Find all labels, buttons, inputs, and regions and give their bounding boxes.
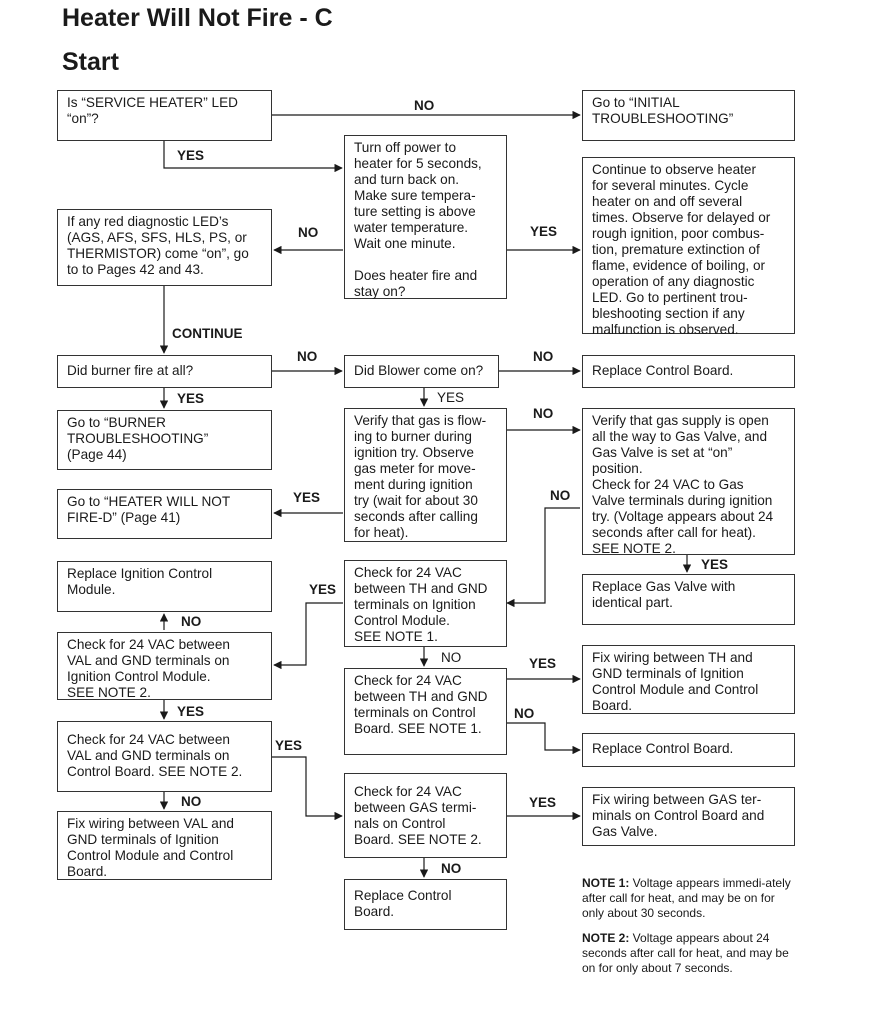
box-service-heater-led: Is “SERVICE HEATER” LED “on”? (57, 90, 272, 141)
box-check-val-gnd-ignition: Check for 24 VAC between VAL and GND ter… (57, 632, 272, 700)
label-yes: YES (177, 391, 205, 406)
page-title: Heater Will Not Fire - C (62, 4, 333, 32)
box-replace-gas-valve: Replace Gas Valve with identical part. (582, 574, 795, 625)
box-replace-control-board-2: Replace Control Board. (582, 733, 795, 767)
label-no: NO (533, 406, 554, 421)
label-yes: YES (275, 738, 303, 753)
box-replace-ignition-module: Replace Ignition Control Module. (57, 561, 272, 612)
box-initial-troubleshooting: Go to “INITIAL TROUBLESHOOTING” (582, 90, 795, 141)
label-yes: YES (177, 148, 205, 163)
label-no: NO (441, 650, 462, 665)
label-yes: YES (701, 557, 729, 572)
label-yes: YES (529, 656, 557, 671)
box-fix-th-gnd-wiring: Fix wiring between TH and GND terminals … (582, 645, 795, 714)
label-no: NO (298, 225, 319, 240)
box-verify-gas-supply: Verify that gas supply is open all the w… (582, 408, 795, 556)
note-2-text: Voltage appears about 24 seconds after c… (582, 931, 789, 975)
link-b14-b16 (273, 602, 343, 670)
label-yes: YES (309, 582, 337, 597)
box-burner-fire: Did burner fire at all? (57, 355, 272, 388)
box-continue-observe: Continue to observe heater for several m… (582, 157, 795, 337)
box-replace-control-board-3: Replace Control Board. (344, 879, 507, 930)
note-2: NOTE 2: Voltage appears about 24 seconds… (582, 931, 797, 976)
box-check-th-gnd-ignition: Check for 24 VAC between TH and GND term… (344, 560, 507, 647)
box-heater-will-not-fire-d: Go to “HEATER WILL NOT FIRE-D” (Page 41) (57, 489, 272, 539)
box-blower-on: Did Blower come on? (344, 355, 499, 388)
link-b1-b3 (163, 141, 343, 173)
label-yes: YES (530, 224, 558, 239)
box-fix-gas-wiring: Fix wiring between GAS ter- minals on Co… (582, 787, 795, 846)
label-no: NO (550, 488, 571, 503)
box-verify-gas-flow: Verify that gas is flow- ing to burner d… (344, 408, 507, 542)
label-no: NO (297, 349, 318, 364)
box-fix-val-gnd-wiring: Fix wiring between VAL and GND terminals… (57, 811, 272, 880)
label-no: NO (414, 98, 435, 113)
note-1: NOTE 1: Voltage appears immedi-ately aft… (582, 876, 797, 921)
link-b20-b21 (272, 756, 343, 821)
label-no: NO (181, 794, 202, 809)
label-yes: YES (177, 704, 205, 719)
box-burner-troubleshooting: Go to “BURNER TROUBLESHOOTING” (Page 44) (57, 410, 272, 470)
label-yes: YES (437, 390, 465, 405)
box-check-gas-terminals: Check for 24 VAC between GAS termi- nals… (344, 773, 507, 858)
label-no: NO (514, 706, 535, 721)
label-continue: CONTINUE (172, 326, 243, 341)
link-b11-b14 (506, 507, 580, 608)
box-power-cycle: Turn off power to heater for 5 seconds, … (344, 135, 507, 299)
box-check-val-gnd-control: Check for 24 VAC between VAL and GND ter… (57, 721, 272, 792)
label-yes: YES (293, 490, 321, 505)
start-heading: Start (62, 48, 119, 76)
box-check-th-gnd-control: Check for 24 VAC between TH and GND term… (344, 668, 507, 755)
label-no: NO (181, 614, 202, 629)
note-1-text: Voltage appears immedi-ately after call … (582, 876, 791, 920)
link-b18-b19 (507, 722, 581, 755)
note-1-heading: NOTE 1: (582, 876, 630, 890)
box-replace-control-board-1: Replace Control Board. (582, 355, 795, 388)
box-red-diagnostic-leds: If any red diagnostic LED’s (AGS, AFS, S… (57, 209, 272, 286)
label-no: NO (441, 861, 462, 876)
label-no: NO (533, 349, 554, 364)
label-yes: YES (529, 795, 557, 810)
note-2-heading: NOTE 2: (582, 931, 630, 945)
